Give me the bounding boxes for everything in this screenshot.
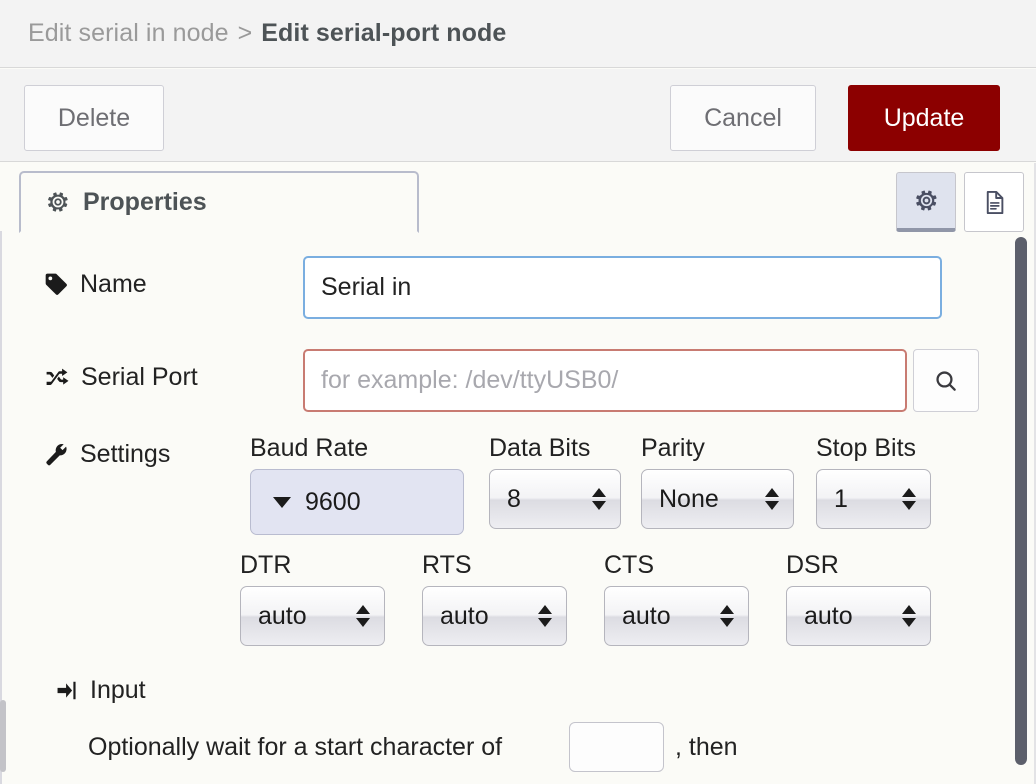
dialog-action-bar: Delete Cancel Update [0, 69, 1036, 162]
cts-select[interactable]: auto [604, 586, 749, 646]
parity-caption: Parity [641, 434, 705, 462]
field-parity: Parity None [641, 434, 794, 529]
name-label: Name [44, 270, 147, 299]
rts-caption: RTS [422, 551, 472, 579]
tab-properties-label: Properties [83, 187, 207, 216]
dtr-caption: DTR [240, 551, 292, 579]
rts-value: auto [440, 601, 489, 630]
name-input[interactable] [303, 256, 942, 319]
tab-properties[interactable]: Properties [19, 171, 419, 233]
start-character-text-after: , then [675, 733, 738, 761]
gear-icon [45, 189, 71, 215]
vertical-scrollbar-thumb[interactable] [1015, 237, 1027, 765]
random-icon [44, 365, 70, 391]
breadcrumb-separator: > [237, 19, 253, 47]
wrench-icon [44, 442, 69, 467]
rts-select[interactable]: auto [422, 586, 567, 646]
dsr-value: auto [804, 601, 853, 630]
stop-bits-caption: Stop Bits [816, 434, 917, 462]
horizontal-scrollbar-thumb[interactable] [0, 700, 6, 772]
field-stop-bits: Stop Bits 1 [816, 434, 931, 529]
data-bits-select[interactable]: 8 [489, 469, 621, 529]
start-character-text-before: Optionally wait for a start character of [88, 733, 503, 761]
update-button[interactable]: Update [848, 85, 1000, 151]
stepper-arrows-icon [538, 605, 552, 627]
parity-value: None [659, 484, 719, 513]
settings-label: Settings [44, 440, 170, 469]
cts-value: auto [622, 601, 671, 630]
baud-rate-value: 9600 [305, 487, 361, 516]
dtr-value: auto [258, 601, 307, 630]
delete-button[interactable]: Delete [24, 85, 164, 151]
input-section-label-text: Input [90, 676, 146, 704]
data-bits-value: 8 [507, 484, 521, 513]
stepper-arrows-icon [765, 488, 779, 510]
dtr-select[interactable]: auto [240, 586, 385, 646]
cts-caption: CTS [604, 551, 654, 579]
serial-port-search-button[interactable] [913, 349, 979, 412]
field-dtr: DTR auto [240, 551, 385, 646]
stop-bits-value: 1 [834, 484, 848, 513]
stepper-arrows-icon [902, 605, 916, 627]
field-data-bits: Data Bits 8 [489, 434, 621, 529]
dsr-select[interactable]: auto [786, 586, 931, 646]
serial-port-label-text: Serial Port [81, 363, 198, 391]
tab-description-button[interactable] [964, 172, 1024, 232]
search-icon [933, 368, 959, 394]
breadcrumb: Edit serial in node > Edit serial-port n… [0, 0, 1036, 68]
serial-port-label: Serial Port [44, 363, 198, 392]
field-rts: RTS auto [422, 551, 567, 646]
baud-rate-caption: Baud Rate [250, 434, 369, 462]
properties-form: Name Serial Port [0, 231, 1036, 784]
cancel-button[interactable]: Cancel [670, 85, 816, 151]
stepper-arrows-icon [592, 488, 606, 510]
stepper-arrows-icon [356, 605, 370, 627]
stepper-arrows-icon [720, 605, 734, 627]
gear-icon [913, 187, 940, 214]
breadcrumb-parent-link[interactable]: Edit serial in node [28, 19, 229, 47]
tab-strip: Properties [0, 163, 1036, 394]
field-baud-rate: Baud Rate 9600 [250, 434, 464, 535]
baud-rate-combobox[interactable]: 9600 [250, 469, 464, 535]
tag-icon [44, 272, 69, 297]
settings-label-text: Settings [80, 440, 171, 468]
serial-port-input[interactable] [303, 349, 907, 412]
tab-settings-button[interactable] [896, 172, 956, 232]
dsr-caption: DSR [786, 551, 839, 579]
parity-select[interactable]: None [641, 469, 794, 529]
document-icon [981, 189, 1008, 216]
stop-bits-select[interactable]: 1 [816, 469, 931, 529]
panel-right-edge [1034, 163, 1036, 784]
field-dsr: DSR auto [786, 551, 931, 646]
sign-in-icon [54, 678, 79, 703]
name-label-text: Name [80, 270, 147, 298]
page-title: Edit serial-port node [261, 19, 507, 47]
chevron-down-icon [273, 496, 291, 508]
stepper-arrows-icon [902, 488, 916, 510]
field-cts: CTS auto [604, 551, 749, 646]
input-section-label: Input [54, 676, 146, 705]
start-character-input[interactable] [569, 722, 664, 772]
data-bits-caption: Data Bits [489, 434, 591, 462]
